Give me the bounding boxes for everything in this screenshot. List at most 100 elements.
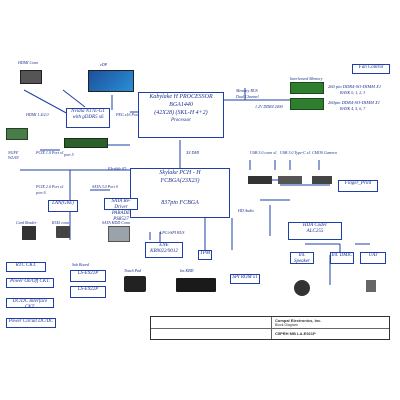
hdmi-connector-image <box>20 70 42 84</box>
rtc-ckt-label: RTC CKT. <box>15 263 37 268</box>
processor-caption: Processor <box>170 118 192 123</box>
pcie-label-1: PCIE 1.0 Port x1 <box>36 150 64 155</box>
power-onoff-label: Power On/Off CKT. <box>10 279 50 284</box>
fingerprint-label: Finger_Print <box>344 181 372 186</box>
gpu-left-label: HDMI 1.4/2.0 <box>26 112 49 117</box>
dimm2-label: 260pin DDR4-SO-DIMM X1 <box>328 100 380 105</box>
int-dmic-label: Int. DMIC <box>331 253 353 258</box>
edp-label: eDP <box>100 62 108 67</box>
sub-board-label: Sub Board <box>72 262 89 267</box>
power-onoff-box: Power On/Off CKT. <box>6 278 54 288</box>
sub-board-1-label: LS-E921P <box>77 271 99 276</box>
sub-board-box-2: LS-E922P <box>70 286 106 298</box>
touchpad-label: Touch Pad <box>124 268 142 273</box>
processor-bga: BGA1440 <box>169 102 193 108</box>
rtc-ckt-box: RTC CKT. <box>6 262 46 272</box>
dimm-module-1 <box>290 82 324 94</box>
rj45-label: RJ45 conn <box>52 220 69 225</box>
card-reader-label: Card Reader <box>16 220 37 225</box>
flexible-io-label: Flexible IO <box>108 166 127 171</box>
power-circuit-box: Power Circuit DC/DC <box>6 318 56 328</box>
dimm2-banks: BANK 4, 5, 6, 7 <box>340 106 366 111</box>
int-dmic-box: Int. DMIC <box>330 252 354 264</box>
interleaved-memory-label: Interleaved Memory <box>290 76 323 81</box>
pcie-port-a: PCIE 2.0 Port x1 <box>36 184 64 189</box>
lan-label: LAN(GbE) <box>52 201 74 206</box>
ec-vendor: ENE <box>159 243 169 248</box>
dcdc-interface-label: DC/DC Interface CKT. <box>12 299 48 310</box>
sub-board-2-label: LS-E922P <box>77 287 99 292</box>
gpu-box: Nvidia N17E-G1 with gDDR5 x6 <box>66 108 110 128</box>
keyboard-image <box>176 278 216 292</box>
diagram-title: Block Diagram <box>275 323 298 327</box>
speaker-image <box>294 280 310 296</box>
usb-port-2 <box>278 176 302 184</box>
tpm-box: TPM <box>198 250 212 260</box>
hda-codec-label: HDA Codec <box>302 223 328 228</box>
usb-conn-label-2: USB 3.0 Type-C x1 <box>280 150 311 155</box>
memory-channel-label: Dual Channel <box>236 94 259 99</box>
title-block: Compal Electronics, Inc. Block Diagram C… <box>150 316 390 340</box>
sata-port-label: SATA 3.0 Port 0 <box>92 184 118 189</box>
touchpad-image <box>124 276 146 292</box>
memory-voltage-label: 1.2V DDR4 2400 <box>255 104 283 109</box>
ec-part: KB9022/9012 <box>150 249 178 254</box>
uaj-label: UAJ <box>368 253 378 258</box>
sata-redriver-box: SATA Re-Driver PARADE PS8527 <box>104 198 138 222</box>
dcdc-interface-box: DC/DC Interface CKT. <box>6 298 54 310</box>
spi-rom-box: SPI ROM x1 <box>230 274 260 284</box>
gpu-peg-label: PEG x16 Port <box>116 112 139 117</box>
usb-conn-label-1: USB 3.0 conn x1 <box>250 150 277 155</box>
camera-image <box>312 176 332 184</box>
fan-control-box: Fan Control <box>352 64 390 74</box>
processor-spec: (42X28) (SKL-H 4+2) <box>154 110 208 116</box>
pcie-label-2: port 5 <box>64 152 74 157</box>
lpc-espi-label: LPC/eSPI BUS <box>160 230 185 235</box>
keyboard-label: Int.KBD <box>180 268 194 273</box>
hdmi-conn-label: HDMI Conn <box>18 60 39 65</box>
pch-title: Skylake PCH - H <box>159 170 201 176</box>
rj45-image <box>56 226 70 238</box>
hda-codec-part: ALC255 <box>306 229 324 234</box>
dimm1-label: 260 pin DDR4-SO-DIMM X1 <box>328 84 382 89</box>
edp-panel-image <box>88 70 134 92</box>
model-name: C5PRH MB LA-E921P <box>275 331 316 336</box>
pch-package: FCBGA(23X23) <box>160 178 200 184</box>
company-name: Compal Electronics, Inc. <box>275 318 322 323</box>
gpu-memory: with gDDR5 x6 <box>72 115 104 120</box>
memory-bus-label: Memory BUS <box>236 88 258 93</box>
wlan-card-image <box>6 128 28 140</box>
pcie-port-b: port 6 <box>36 190 46 195</box>
tpm-label: TPM <box>200 251 210 256</box>
x4-dmi-label: X4 DMI <box>186 150 199 155</box>
gpu-name: Nvidia N17E-G1 <box>71 109 105 114</box>
wlan-label: NGFF <box>8 150 19 155</box>
processor-title: Kabylake H PROCESSOR <box>149 94 213 100</box>
cmos-camera-label: CMOS Camera <box>312 150 337 155</box>
headphone-jack-image <box>366 280 376 292</box>
card-reader-image <box>22 226 36 240</box>
hdd-label: SATA HDD Conn <box>102 220 130 225</box>
uaj-box: UAJ <box>360 252 386 264</box>
hdd-image <box>108 226 130 242</box>
pch-pins: 837pin FCBGA <box>161 200 199 206</box>
sata-redriver-part: PARADE PS8527 <box>111 211 131 222</box>
int-speaker-box: Int. Speaker <box>290 252 314 264</box>
pch-box: Skylake PCH - H FCBGA(23X23) 837pin FCBG… <box>130 168 230 218</box>
usb-port-1 <box>248 176 272 184</box>
wlan-sub-label: WLAN <box>8 155 19 160</box>
sub-board-box-1: LS-E921P <box>70 270 106 282</box>
lan-box: LAN(GbE) <box>48 200 78 212</box>
spi-rom-label: SPI ROM x1 <box>232 275 258 280</box>
fan-control-label: Fan Control <box>358 65 384 70</box>
fingerprint-box: Finger_Print <box>338 180 378 192</box>
hda-codec-box: HDA Codec ALC255 <box>288 222 342 240</box>
dimm1-banks: BANK 0, 1, 2, 3 <box>340 90 366 95</box>
hd-audio-label: HD Audio <box>238 208 255 213</box>
ec-box: ENE KB9022/9012 <box>145 242 183 258</box>
processor-box: Kabylake H PROCESSOR BGA1440 (42X28) (SK… <box>138 92 224 138</box>
ssd-image <box>64 138 108 148</box>
sata-redriver-label: SATA Re-Driver <box>111 199 131 210</box>
power-circuit-label: Power Circuit DC/DC <box>8 319 54 324</box>
